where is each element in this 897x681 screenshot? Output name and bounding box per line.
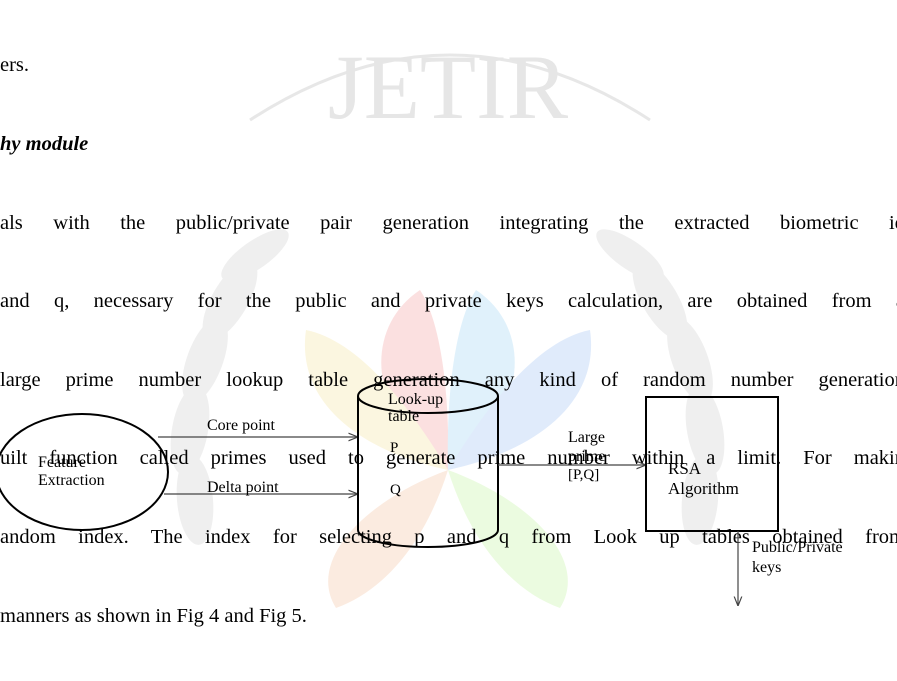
feature-extraction-label: Feature: [38, 454, 86, 471]
large-prime-label: prime: [568, 448, 605, 465]
large-prime-label: Large: [568, 429, 605, 446]
paper-page: JETIR ers. hy module als with the public…: [0, 36, 897, 627]
delta-point-label: Delta point: [207, 479, 279, 496]
rsa-label: Algorithm: [668, 479, 739, 498]
section-heading: hy module: [0, 133, 89, 155]
p-label: P: [390, 440, 398, 456]
core-point-label: Core point: [207, 417, 276, 434]
lookup-table-label: table: [388, 408, 419, 425]
lookup-table-label: Look-up: [388, 391, 443, 408]
rsa-label: RSA: [668, 459, 702, 478]
key-generation-diagram: Feature Extraction Core point Delta poin…: [0, 378, 843, 606]
text-line: ers.: [0, 54, 30, 77]
rsa-algorithm-node: [645, 396, 779, 532]
feature-extraction-node: [0, 413, 169, 531]
lookup-table-node: [357, 378, 499, 548]
keys-label: keys: [752, 559, 781, 576]
large-prime-label: [P,Q]: [568, 467, 599, 483]
text-line: als with the public/private pair generat…: [0, 211, 897, 234]
text-line: and q, necessary for the public and priv…: [0, 290, 897, 313]
feature-extraction-label: Extraction: [38, 472, 105, 489]
keys-label: Public/Private: [752, 539, 843, 556]
q-label: Q: [390, 482, 401, 498]
text-line: uilt function called primes used to gene…: [0, 447, 897, 470]
